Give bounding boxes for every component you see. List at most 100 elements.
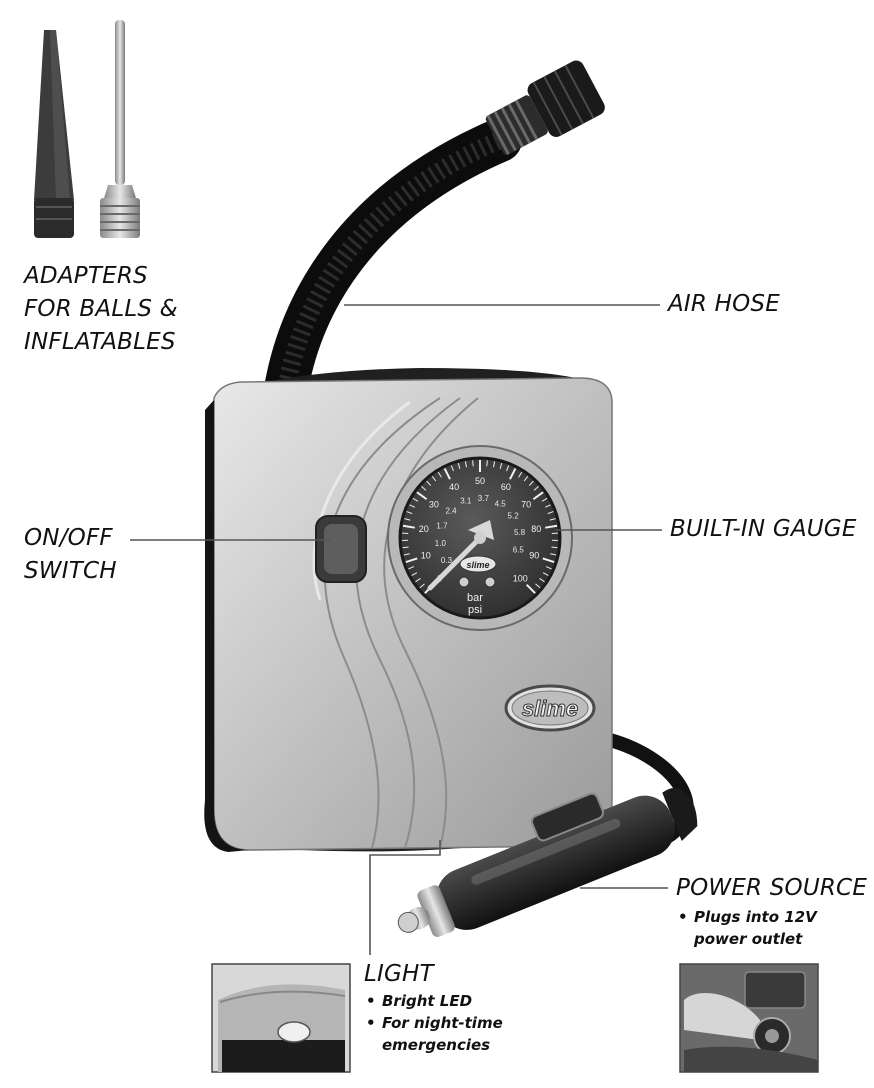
label-air-hose: AIR HOSE xyxy=(668,291,780,317)
gauge-major-tick xyxy=(525,583,536,594)
gauge-psi-label: 10 xyxy=(421,551,431,561)
gauge-minor-tick xyxy=(549,518,556,521)
power-bullet-1-cont: power outlet xyxy=(694,930,803,948)
gauge-minor-tick xyxy=(544,504,551,508)
gauge-minor-tick xyxy=(545,566,552,570)
gauge-screw-right xyxy=(484,576,496,588)
gauge-major-tick xyxy=(402,524,415,529)
gauge-minor-tick xyxy=(408,566,415,570)
gauge-minor-tick xyxy=(406,511,413,515)
gauge-minor-tick xyxy=(518,471,523,478)
gauge-bar-label: 4.5 xyxy=(495,499,507,508)
gauge-brand: slime xyxy=(466,560,489,570)
gauge-psi-label: 90 xyxy=(529,551,539,561)
gauge-minor-tick xyxy=(411,572,418,577)
light-bullet-1: Bright LED xyxy=(364,990,503,1012)
gauge-minor-tick xyxy=(550,553,557,556)
gauge-needle-pointer xyxy=(468,520,494,540)
gauge-minor-tick xyxy=(486,460,488,467)
light-inset-photo xyxy=(211,963,351,1073)
label-light: LIGHT xyxy=(364,961,434,987)
gauge-bar-label: 2.4 xyxy=(446,506,458,515)
gauge-brand-badge xyxy=(459,555,497,573)
gauge-minor-tick xyxy=(523,476,529,482)
gauge-minor-tick xyxy=(499,462,503,469)
gauge-screw-left xyxy=(458,576,470,588)
gauge-minor-tick xyxy=(426,480,432,486)
gauge-minor-tick xyxy=(506,465,510,472)
label-adapters: ADAPTERS FOR BALLS & INFLATABLES xyxy=(24,260,178,359)
gauge-minor-tick xyxy=(547,511,554,515)
gauge-minor-tick xyxy=(421,486,427,491)
gauge-minor-tick xyxy=(431,476,437,482)
compressor-body xyxy=(204,368,613,852)
gauge-major-tick xyxy=(545,524,558,529)
gauge-unit-psi: psi xyxy=(468,604,482,616)
gauge-psi-label: 100 xyxy=(513,573,528,583)
gauge-minor-tick xyxy=(539,578,545,583)
label-power-source: POWER SOURCE xyxy=(676,875,868,901)
gauge-psi-label: 70 xyxy=(521,499,531,509)
cone-adapter xyxy=(34,30,74,238)
light-details: Bright LED For night-time emergencies xyxy=(364,990,503,1056)
power-switch-button[interactable] xyxy=(315,515,367,583)
gauge-minor-tick xyxy=(472,460,474,467)
leader-light xyxy=(369,840,441,955)
gauge-minor-tick xyxy=(419,583,425,589)
gauge-minor-tick xyxy=(551,546,558,549)
leader-lines xyxy=(130,304,668,955)
pressure-gauge: 01020304050607080901000.31.01.72.43.13.7… xyxy=(387,445,573,631)
gauge-bar-label: 3.7 xyxy=(478,494,490,503)
gauge-bar-label: 6.5 xyxy=(513,546,525,555)
gauge-minor-tick xyxy=(457,462,461,469)
light-bullet-2: For night-time xyxy=(364,1012,503,1034)
gauge-bar-label: 3.1 xyxy=(460,497,472,506)
gauge-minor-tick xyxy=(412,497,419,502)
car-power-plug xyxy=(397,788,698,937)
gauge-minor-tick xyxy=(437,471,442,478)
gauge-major-tick xyxy=(532,491,544,501)
gauge-bar-label: 1.0 xyxy=(435,539,447,548)
gauge-psi-label: 60 xyxy=(501,482,511,492)
gauge-minor-tick xyxy=(464,461,467,468)
light-bullet-2-cont: emergencies xyxy=(382,1036,491,1054)
label-adapters-line-1: ADAPTERS xyxy=(24,263,148,289)
gauge-psi-label: 80 xyxy=(531,524,541,534)
gauge-major-tick xyxy=(509,468,517,480)
gauge-psi-label: 40 xyxy=(449,482,459,492)
gauge-major-tick xyxy=(443,468,451,480)
gauge-minor-tick xyxy=(535,583,541,589)
gauge-minor-tick xyxy=(415,578,421,583)
gauge-minor-tick xyxy=(402,546,409,549)
gauge-psi-label: 50 xyxy=(475,476,485,486)
gauge-bar-label: 5.8 xyxy=(514,528,526,537)
power-inset-photo xyxy=(679,963,819,1073)
gauge-minor-tick xyxy=(541,497,548,502)
gauge-psi-label: 30 xyxy=(429,499,439,509)
gauge-psi-label: 20 xyxy=(419,524,429,534)
gauge-minor-tick xyxy=(533,486,539,491)
label-on-off-line-1: ON/OFF xyxy=(24,525,113,551)
label-adapters-line-3: INFLATABLES xyxy=(24,329,176,355)
gauge-hub xyxy=(474,532,486,544)
gauge-minor-tick xyxy=(403,553,410,556)
gauge-major-tick xyxy=(416,491,428,501)
label-adapters-line-2: FOR BALLS & xyxy=(24,296,178,322)
gauge-minor-tick xyxy=(404,518,411,521)
gauge-major-tick xyxy=(542,557,555,564)
needle-adapter xyxy=(100,20,140,238)
label-on-off-line-2: SWITCH xyxy=(24,558,117,584)
body-contour-lines xyxy=(323,397,479,849)
gauge-scale-labels: 01020304050607080901000.31.01.72.43.13.7… xyxy=(419,476,542,583)
gauge-bar-label: 5.2 xyxy=(508,512,520,521)
air-hose xyxy=(263,60,605,417)
gauge-bar-label: 1.7 xyxy=(436,522,448,531)
gauge-minor-tick xyxy=(493,461,496,468)
gauge-minor-tick xyxy=(528,480,534,486)
gauge-bar-label: 0.3 xyxy=(441,556,453,565)
gauge-needle xyxy=(427,535,483,591)
power-source-details: Plugs into 12V power outlet xyxy=(676,906,817,950)
label-on-off-switch: ON/OFF SWITCH xyxy=(24,522,117,588)
gauge-minor-tick xyxy=(409,504,416,508)
